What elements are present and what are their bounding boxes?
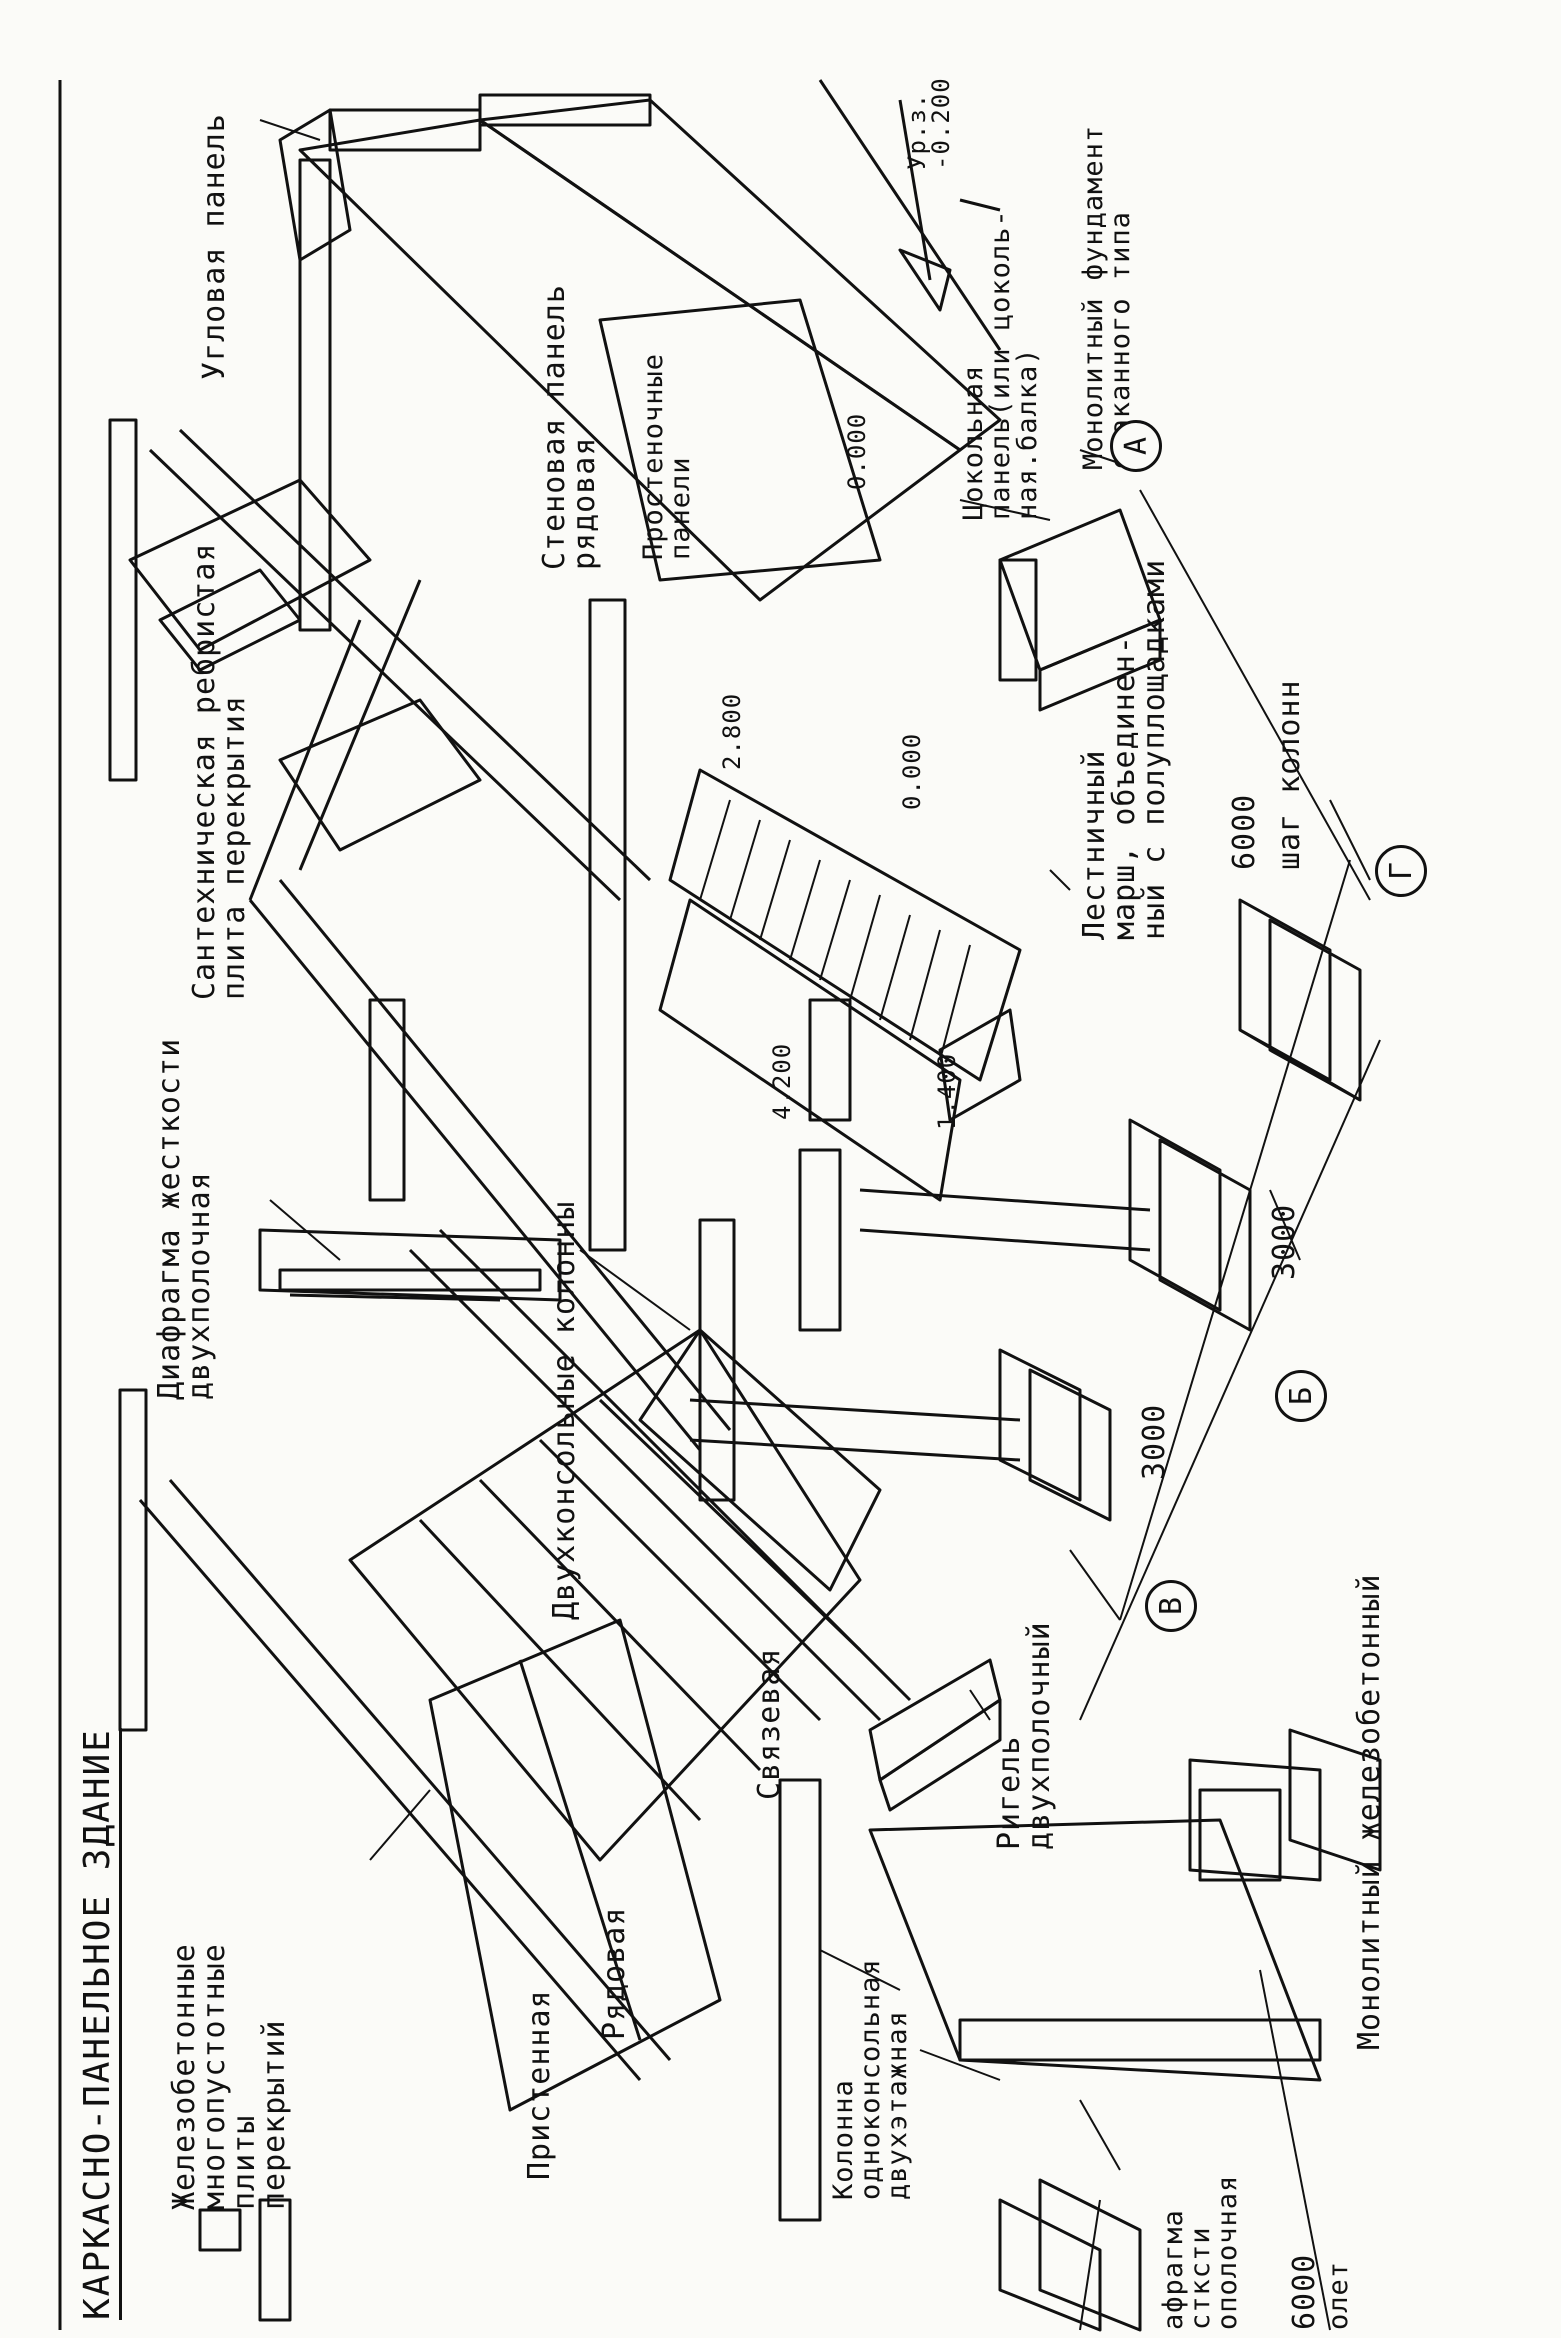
label-hollow-slabs: Железобетонные многопустотные плиты пере… (167, 1943, 292, 2210)
label-tie-slab: Связевая (752, 1647, 787, 1801)
level-mark-1400: 1.400 (933, 1052, 961, 1130)
axis-marker-a: А (1110, 420, 1162, 472)
label-single-console-column-line-2: одноконсольная (855, 1958, 886, 2200)
dimension-3000-upper: 3000 (1267, 1203, 1302, 1280)
label-stair-flight-line-3: ный с полуплощадками (1137, 558, 1172, 940)
label-sanitary-slab-line-1: Сантехническая ребристая (187, 542, 222, 1000)
label-diaphragm-bottom: афрагма стксти ополочная (1158, 2174, 1243, 2330)
label-corner-panel: Угловая панель (197, 113, 232, 380)
label-single-console-column: Колонна одноконсольная двухэтажная (828, 1958, 913, 2200)
label-hollow-slabs-line-4: перекрытий (257, 2019, 292, 2210)
label-pier-panels: Простеночные панели (638, 352, 696, 560)
label-plinth-panel-line-2: панель(или цоколь- (985, 209, 1016, 520)
dimension-3000-lower: 3000 (1137, 1403, 1172, 1480)
label-wall-panel-line-1: Стеновая панель (537, 284, 572, 570)
label-diaphragm-bottom-line-2: стксти (1185, 2226, 1216, 2330)
axis-marker-g: Г (1375, 845, 1427, 897)
label-pier-panels-line-1: Простеночные (638, 352, 669, 560)
label-row-slab: Рядовая (597, 1906, 632, 2040)
label-monolithic-rc: Монолитный железобетонный (1352, 1573, 1387, 2050)
label-diaphragm-bottom-line-1: афрагма (1158, 2209, 1189, 2330)
label-hollow-slabs-line-2: многопустотные (197, 1943, 232, 2210)
axis-marker-v: В (1145, 1580, 1197, 1632)
level-mark-0000-wall: 0.000 (843, 412, 871, 490)
label-plinth-panel: Цокольная панель(или цоколь- ная.балка) (958, 209, 1043, 520)
label-wall-panel-line-2: рядовая (567, 436, 602, 570)
label-girder: Ригель двухполочный (992, 1621, 1057, 1850)
level-mark-0000-stair: 0.000 (898, 732, 926, 810)
label-wall-adjacent-slab: Пристенная (522, 1989, 557, 2180)
label-single-console-column-line-1: Колонна (828, 2079, 859, 2200)
label-hollow-slabs-line-1: Железобетонные (167, 1943, 202, 2210)
label-girder-line-2: двухполочный (1022, 1621, 1057, 1850)
label-hollow-slabs-line-3: плиты (227, 2114, 262, 2210)
label-plinth-panel-line-1: Цокольная (958, 364, 989, 520)
label-stair-flight-line-1: Лестничный (1077, 749, 1112, 940)
label-stiffness-diaphragm-line-2: двухполочная (182, 1171, 217, 1400)
label-sanitary-slab-line-2: плита перекрытия (217, 695, 252, 1000)
label-column-spacing: шаг колонн (1272, 679, 1307, 870)
label-ground-level-line-1: Ур.з. (903, 92, 931, 170)
label-monolithic-foundation-line-2: стаканного типа (1105, 211, 1136, 470)
label-single-console-column-line-3: двухэтажная (882, 2010, 913, 2200)
label-wall-panel: Стеновая панель рядовая (537, 284, 602, 570)
label-stiffness-diaphragm: Диафрагма жесткости двухполочная (152, 1037, 217, 1400)
label-pier-panels-line-2: панели (665, 456, 696, 560)
level-mark-2800: 2.800 (718, 692, 746, 770)
label-double-console-columns: Двухконсольные колонны (547, 1200, 582, 1620)
axis-marker-b: Б (1275, 1370, 1327, 1422)
level-mark-4200: 4.200 (768, 1042, 796, 1120)
label-monolithic-foundation: Монолитный фундамент стаканного типа (1078, 124, 1136, 470)
label-ground-level-line-2: -0.200 (927, 77, 955, 170)
label-stair-flight-line-2: марш, объединен- (1107, 635, 1142, 940)
label-diaphragm-bottom-line-3: ополочная (1212, 2174, 1243, 2330)
label-girder-line-1: Ригель (992, 1735, 1027, 1850)
label-stiffness-diaphragm-line-1: Диафрагма жесткости (152, 1037, 187, 1400)
drawing-title: КАРКАСНО-ПАНЕЛЬНОЕ ЗДАНИЕ (77, 1728, 118, 2320)
label-bottom-partial: олет (1323, 2260, 1354, 2330)
label-stair-flight: Лестничный марш, объединен- ный с полупл… (1077, 558, 1172, 940)
dimension-6000-bottom: 6000 (1287, 2253, 1322, 2330)
label-ground-level: Ур.з. -0.200 (903, 77, 955, 170)
label-monolithic-foundation-line-1: Монолитный фундамент (1078, 124, 1109, 470)
label-sanitary-slab: Сантехническая ребристая плита перекрыти… (187, 542, 252, 1000)
dimension-6000: 6000 (1227, 793, 1262, 870)
label-plinth-panel-line-3: ная.балка) (1012, 347, 1043, 520)
